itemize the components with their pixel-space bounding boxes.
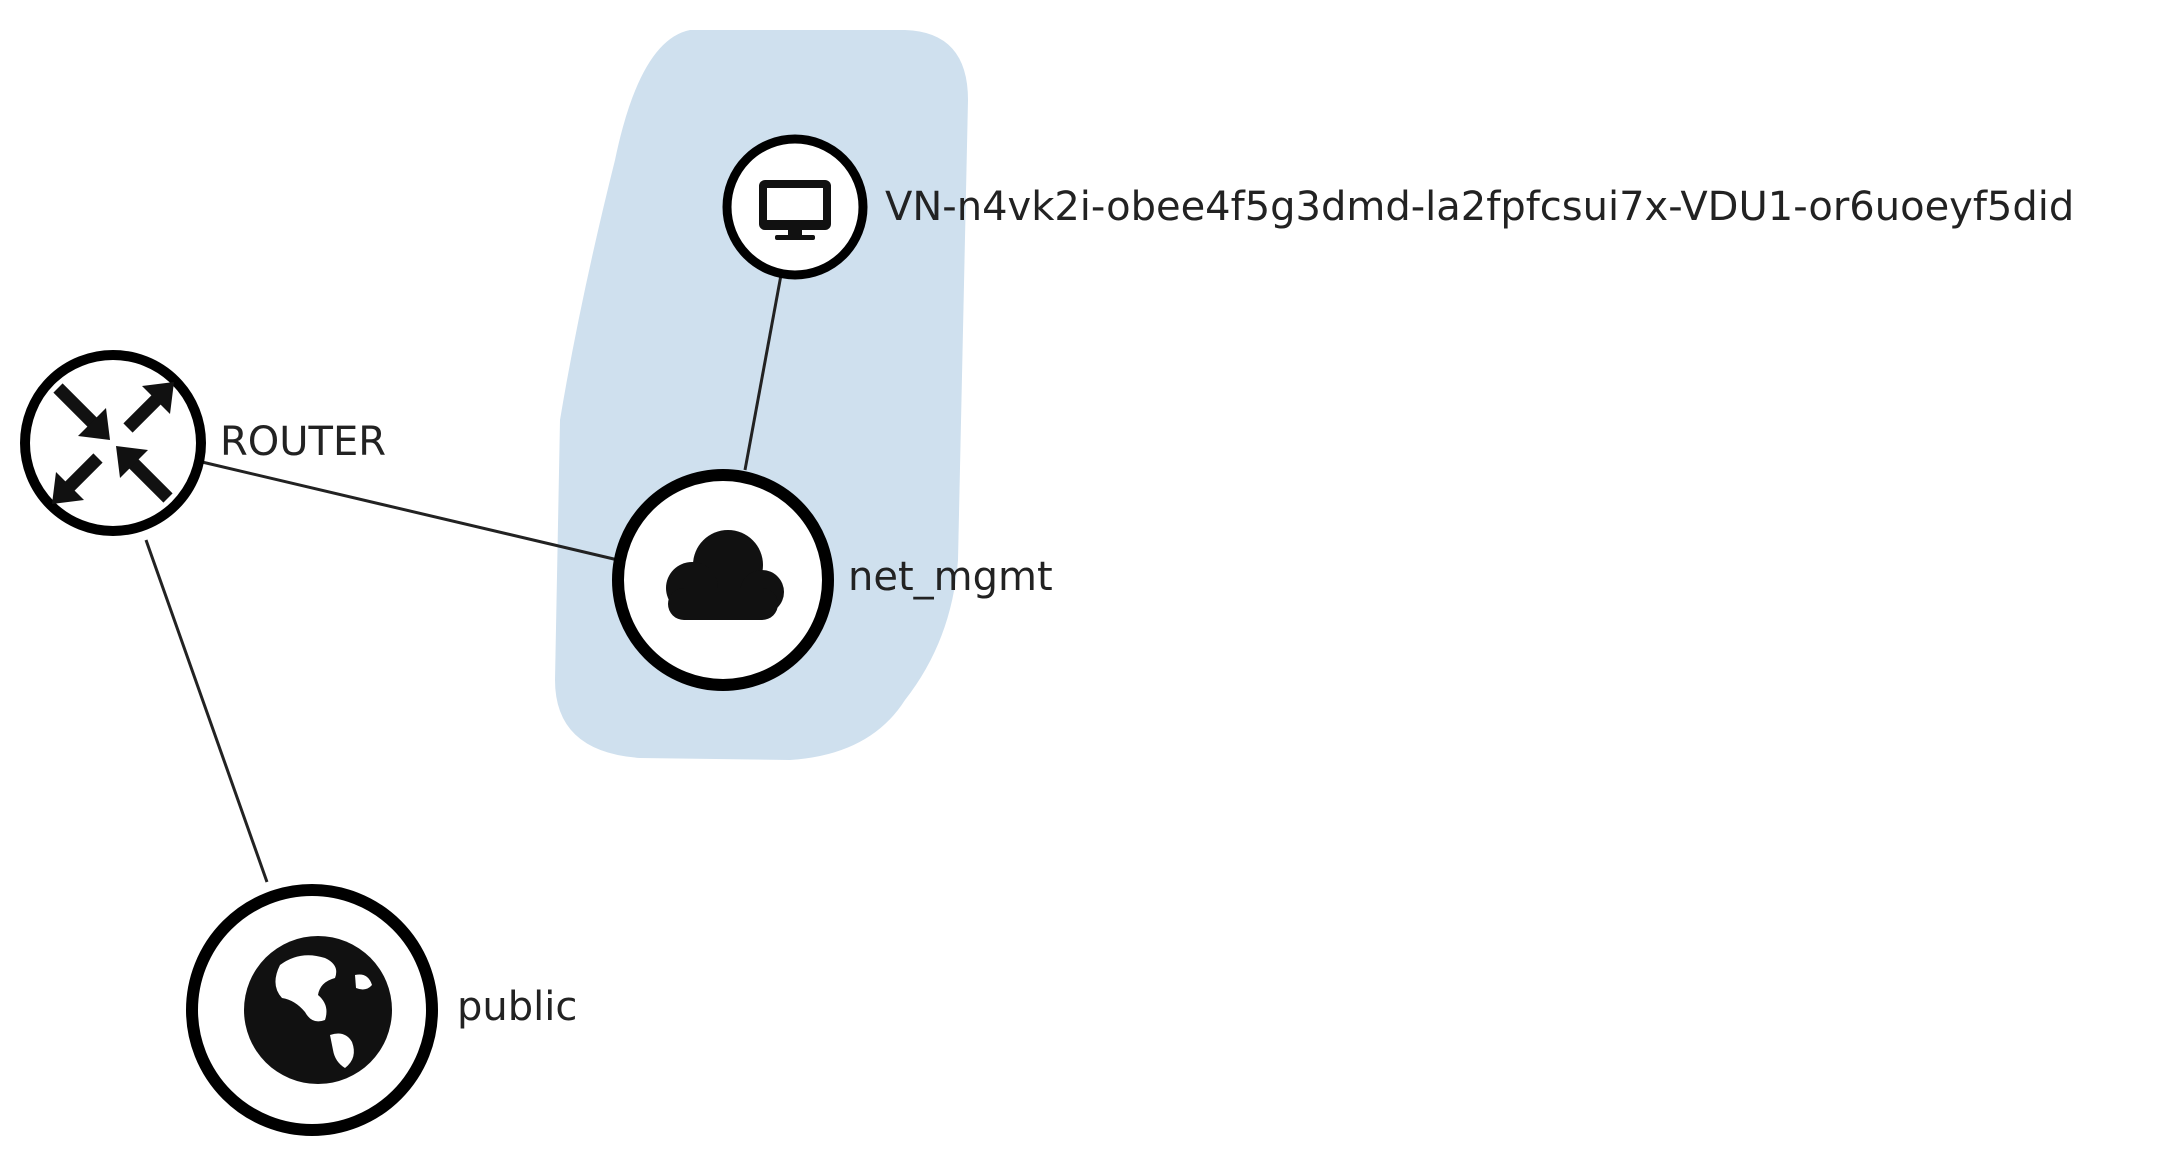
- link-router-public: [144, 539, 269, 883]
- globe-icon: [244, 936, 392, 1084]
- node-public-label: public: [457, 984, 577, 1030]
- router-arrows-icon: [52, 382, 174, 504]
- node-vm-label: VN-n4vk2i-obee4f5g3dmd-la2fpfcsui7x-VDU1…: [885, 184, 2074, 230]
- node-vm[interactable]: VN-n4vk2i-obee4f5g3dmd-la2fpfcsui7x-VDU1…: [722, 134, 2074, 280]
- node-router-label: ROUTER: [220, 419, 386, 465]
- monitor-icon: [759, 180, 831, 240]
- node-net-mgmt-label: net_mgmt: [848, 554, 1053, 600]
- node-net-mgmt[interactable]: net_mgmt: [612, 469, 1053, 691]
- cloud-icon: [666, 530, 784, 620]
- node-public[interactable]: public: [186, 884, 577, 1136]
- link-router-net-mgmt: [201, 460, 619, 562]
- node-router[interactable]: ROUTER: [20, 350, 386, 536]
